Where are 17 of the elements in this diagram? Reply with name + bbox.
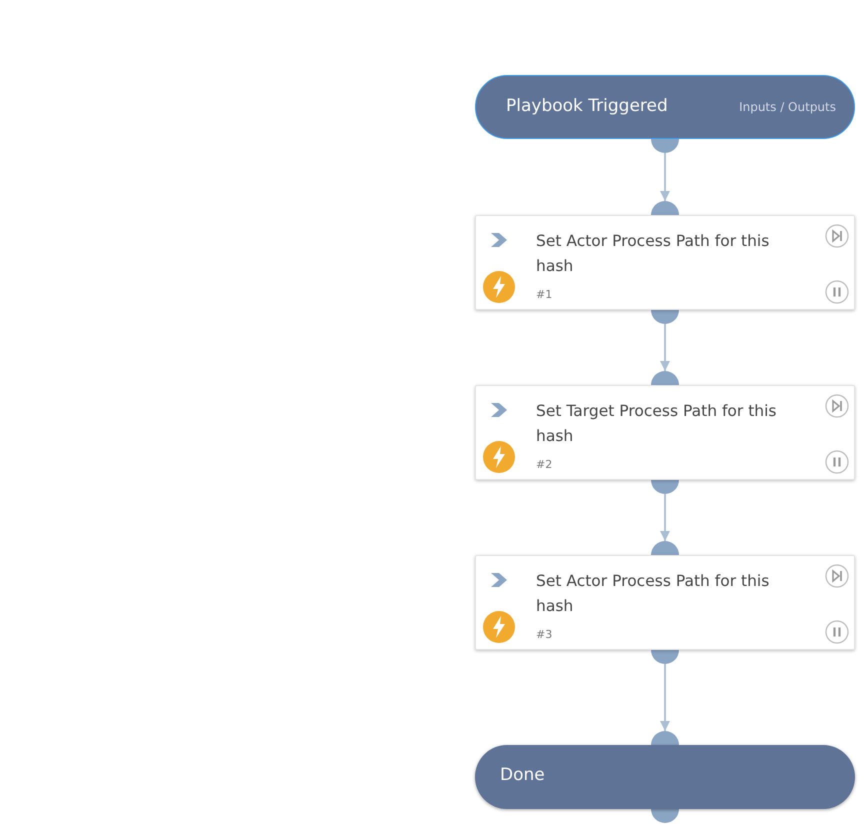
arrow bbox=[660, 664, 670, 731]
inputs-outputs-link: Inputs / Outputs bbox=[739, 100, 836, 114]
arrow bbox=[660, 494, 670, 541]
arrow bbox=[660, 324, 670, 371]
task-card bbox=[475, 385, 855, 480]
node-title: Playbook Triggered bbox=[506, 96, 668, 116]
node-title: Done bbox=[500, 765, 545, 785]
task-number: #3 bbox=[536, 628, 552, 641]
task-name: Set Target Process Path for this hash bbox=[536, 401, 778, 447]
task-card bbox=[475, 215, 855, 310]
task-card bbox=[475, 555, 855, 650]
task-number: #1 bbox=[536, 288, 552, 301]
arrow bbox=[660, 153, 670, 201]
task-name: Set Actor Process Path for this hash bbox=[536, 231, 770, 277]
task-number: #2 bbox=[536, 458, 552, 471]
end-node bbox=[475, 745, 855, 809]
task-name: Set Actor Process Path for this hash bbox=[536, 571, 770, 617]
